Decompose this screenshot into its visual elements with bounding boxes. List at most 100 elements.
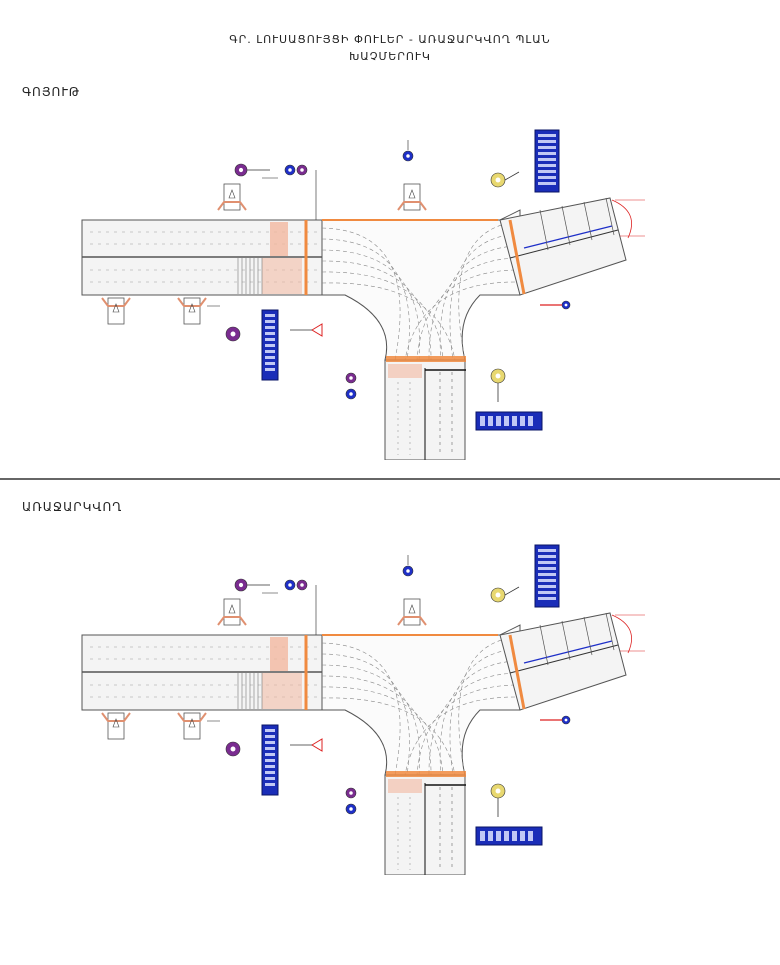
crosswalk-west-north — [270, 637, 288, 671]
dimension-arc — [611, 199, 632, 239]
turn-path — [449, 648, 516, 776]
label-text-mark — [265, 759, 275, 762]
label-text-mark — [265, 368, 275, 371]
label-text-mark — [538, 549, 556, 552]
label-text-mark — [265, 356, 275, 359]
label-text-mark — [488, 416, 493, 426]
intersection-diagram-proposed — [0, 535, 780, 875]
label-text-mark — [538, 567, 556, 570]
bus-lane-line — [523, 225, 613, 249]
stop-line-south — [386, 771, 466, 777]
pedestrian-signal-icon — [296, 579, 308, 591]
label-text-mark — [520, 416, 525, 426]
label-text-mark — [265, 765, 275, 768]
turn-path — [321, 282, 456, 361]
lane-divider — [605, 612, 615, 651]
turn-path — [321, 271, 444, 361]
turn-path — [439, 660, 516, 776]
pedestrian-signal-icon — [296, 164, 308, 176]
label-text-mark — [504, 831, 509, 841]
label-text-mark — [480, 831, 485, 841]
label-text-mark — [520, 831, 525, 841]
road-median-east — [509, 229, 619, 259]
label-text-mark — [496, 416, 501, 426]
label-text-mark — [265, 350, 275, 353]
turn-path — [458, 221, 516, 361]
turn-path — [321, 697, 456, 776]
road-east — [499, 197, 627, 296]
label-text-mark — [538, 597, 556, 600]
label-text-mark — [538, 158, 556, 161]
turn-path — [321, 664, 420, 776]
label-text-mark — [538, 579, 556, 582]
warning-sign-icon — [311, 738, 323, 752]
bus-stop-icon — [177, 297, 207, 325]
label-text-mark — [512, 416, 517, 426]
label-text-mark — [480, 416, 485, 426]
label-text-mark — [265, 735, 275, 738]
pedestrian-signal-icon — [284, 579, 296, 591]
lane-divider — [561, 205, 571, 246]
traffic-signal-icon — [490, 587, 506, 603]
label-text-mark — [538, 561, 556, 564]
turn-path — [449, 233, 516, 361]
label-text-mark — [265, 320, 275, 323]
label-text-mark — [265, 326, 275, 329]
turn-path — [321, 675, 432, 776]
turn-path — [404, 696, 516, 776]
label-text-mark — [265, 729, 275, 732]
label-text-mark — [496, 831, 501, 841]
label-text-mark — [538, 140, 556, 143]
pedestrian-signal-icon — [345, 388, 357, 400]
turn-path — [428, 257, 516, 361]
label-text-mark — [528, 416, 533, 426]
turn-path — [321, 686, 444, 776]
traffic-signal-icon — [490, 783, 506, 799]
label-text-mark — [265, 338, 275, 341]
turn-path — [321, 227, 401, 361]
label-text-mark — [538, 591, 556, 594]
section-label-existing: ԳՈՅՈՒԹ — [22, 85, 81, 99]
page-subtitle: ԽԱՉՄԵՐՈՒԿ — [349, 50, 431, 63]
stop-line-south — [386, 356, 466, 362]
pedestrian-signal-icon — [345, 803, 357, 815]
traffic-signal-icon — [225, 741, 241, 757]
turn-path — [428, 672, 516, 776]
warning-sign-icon — [311, 323, 323, 337]
stop-line-east — [508, 219, 526, 295]
label-text-mark — [538, 585, 556, 588]
lane-divider — [561, 620, 571, 661]
pedestrian-signal-icon — [561, 300, 571, 310]
label-text-mark — [538, 134, 556, 137]
lane-divider — [539, 624, 549, 666]
traffic-signal-icon — [234, 578, 248, 592]
label-text-mark — [488, 831, 493, 841]
traffic-signal-icon — [490, 172, 506, 188]
label-text-mark — [265, 777, 275, 780]
section-divider — [0, 478, 780, 480]
lane-divider — [539, 209, 549, 251]
label-text-mark — [528, 831, 533, 841]
label-text-mark — [538, 573, 556, 576]
label-text-mark — [538, 176, 556, 179]
label-text-mark — [265, 332, 275, 335]
crosswalk-south — [388, 364, 422, 378]
traffic-signal-icon — [225, 326, 241, 342]
intersection-diagram-existing — [0, 120, 780, 460]
traffic-signal-icon — [490, 368, 506, 384]
bus-stop-icon — [397, 598, 427, 626]
turn-path — [439, 245, 516, 361]
turn-path — [321, 249, 420, 361]
label-text-mark — [265, 783, 275, 786]
traffic-signal-icon — [402, 150, 414, 162]
road-median-east — [509, 644, 619, 674]
stop-line-east — [508, 634, 526, 710]
dimension-arc — [611, 614, 632, 654]
turn-path — [458, 636, 516, 776]
traffic-signal-icon — [234, 163, 248, 177]
turn-path — [321, 653, 410, 776]
label-text-mark — [265, 362, 275, 365]
pedestrian-signal-icon — [345, 372, 357, 384]
crosswalk-south — [388, 779, 422, 793]
crosswalk-west-north — [270, 222, 288, 256]
